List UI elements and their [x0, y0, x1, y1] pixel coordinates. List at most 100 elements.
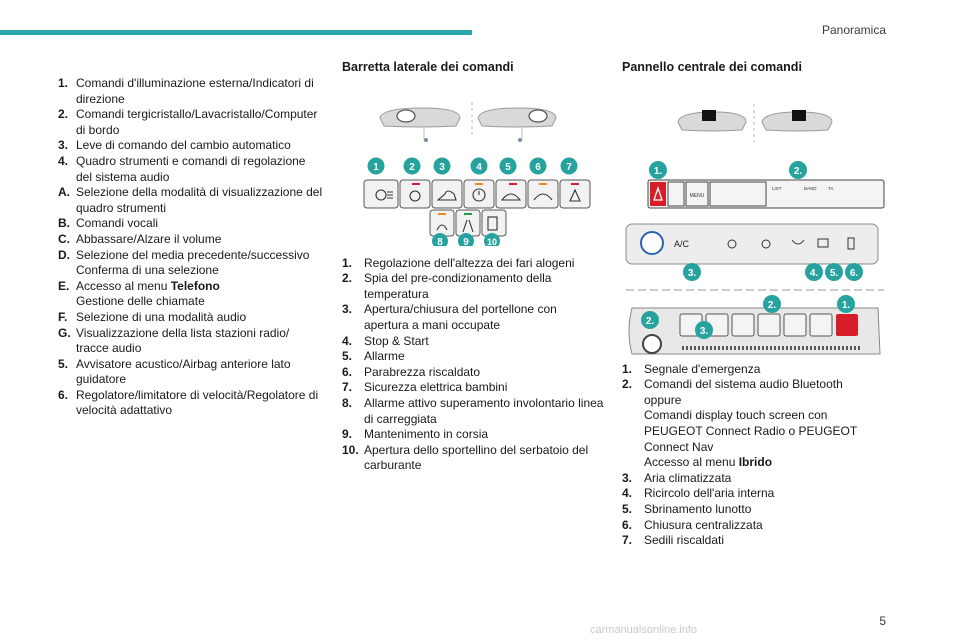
list-item: 10. Apertura dello sportellino del serbat…	[342, 443, 604, 474]
list-item: D. Selezione del media precedente/success…	[58, 248, 324, 279]
item-key: 5.	[622, 501, 633, 516]
list-item: 1. Segnale d'emergenza	[622, 362, 886, 378]
list-item: 6.Parabrezza riscaldato	[342, 365, 604, 381]
callout-badge-7: 7	[560, 157, 578, 175]
list-item: 2.Comandi tergicristallo/Lavacristallo/C…	[58, 107, 324, 138]
item-key: 6.	[342, 364, 353, 379]
item-text: Quadro strumenti e comandi di regolazion…	[76, 153, 306, 184]
item-text: Allarme attivo superamento involontario …	[364, 395, 604, 426]
list-item: 8. Allarme attivo superamento involontari…	[342, 396, 604, 427]
callout-badge-5: 5	[499, 157, 517, 175]
svg-text:1.: 1.	[654, 166, 663, 177]
section-heading: Barretta laterale dei comandi	[342, 60, 514, 74]
list-item: 4. Quadro strumenti e comandi di regolazi…	[58, 154, 324, 185]
page-number: 5	[879, 614, 886, 628]
list-item: 6.Regolatore/limitatore di velocità/Rego…	[58, 388, 324, 419]
list-item: 1.Regolazione dell'altezza dei fari alog…	[342, 256, 604, 272]
volume-knob	[642, 333, 662, 354]
item-text: Comandi display touch screen con PEUGEOT…	[644, 408, 857, 454]
legend-column-right: Pannello centrale dei comandi 1. 2. MENU…	[622, 60, 886, 549]
item-key: 2.	[342, 271, 353, 286]
item-text-bold: Ibrido	[738, 455, 773, 470]
item-text: Accesso al menu	[644, 455, 739, 470]
item-key: 1.	[342, 255, 353, 270]
hazard-button	[836, 313, 858, 336]
ac-label: A/C	[674, 239, 690, 249]
item-text: Apertura dello sportellino del serbatoio…	[364, 442, 589, 473]
svg-text:2: 2	[409, 162, 415, 173]
svg-text:6.: 6.	[850, 268, 859, 279]
item-text: Regolatore/limitatore di velocità/Regola…	[76, 387, 319, 418]
item-text: Selezione di una modalità audio	[76, 309, 247, 324]
headlamp-height-button	[363, 179, 399, 209]
indicator-led-icon	[438, 182, 547, 215]
item-text: Aria climatizzata	[644, 470, 732, 485]
item-text: Stop & Start	[364, 333, 429, 348]
callout-badge-8: 8	[432, 232, 448, 246]
list-item: 3.Apertura/chiusura del portellone con a…	[342, 302, 604, 333]
callout-badge-4: 4	[470, 157, 488, 175]
item-key: B.	[58, 216, 70, 231]
item-key: G.	[58, 325, 71, 340]
callout-badge-2: 2.	[641, 310, 659, 329]
svg-text:2.: 2.	[794, 166, 803, 177]
svg-text:2.: 2.	[646, 316, 655, 327]
callout-badge-2: 2.	[763, 294, 781, 313]
svg-text:6: 6	[535, 162, 541, 173]
lower-console-panel	[628, 307, 881, 355]
item-text: Segnale d'emergenza	[644, 361, 761, 376]
list-item: 2. Comandi del sistema audio Bluetooth o…	[622, 377, 886, 471]
section-title: Panoramica	[821, 23, 886, 37]
list-item: 1.Comandi d'illuminazione esterna/Indica…	[58, 76, 324, 107]
item-key: 5.	[342, 349, 353, 364]
item-text: oppure	[644, 392, 682, 407]
svg-text:3.: 3.	[688, 268, 697, 279]
climate-control-bar: A/C	[625, 223, 879, 265]
item-text: Selezione del media precedente/successiv…	[76, 247, 310, 262]
svg-text:1.: 1.	[842, 300, 851, 311]
list-item: 5.Avvisatore acustico/Airbag anteriore l…	[58, 357, 324, 388]
svg-text:5.: 5.	[830, 268, 839, 279]
item-key: C.	[58, 231, 70, 246]
panel-button	[667, 181, 685, 207]
item-key: 7.	[342, 380, 353, 395]
item-text: Chiusura centralizzata	[644, 517, 763, 532]
item-text: Sbrinamento lunotto	[644, 501, 752, 516]
callout-badge-9: 9	[458, 232, 474, 246]
hazard-button	[650, 181, 666, 206]
svg-text:7: 7	[566, 162, 572, 173]
tailgate-button	[431, 179, 463, 209]
item-key: 10.	[342, 442, 359, 457]
callout-badge-6: 6.	[845, 262, 863, 281]
item-key: 6.	[622, 517, 633, 532]
list-item: A.Selezione della modalità di visualizza…	[58, 185, 324, 216]
badge-row-climate: 3. 4. 5. 6.	[683, 262, 863, 281]
item-key: 2.	[622, 377, 633, 392]
item-key: D.	[58, 247, 70, 262]
item-key: 9.	[342, 427, 353, 442]
item-text-bold: Telefono	[170, 278, 220, 293]
item-key: 1.	[622, 361, 633, 376]
item-key: F.	[58, 309, 68, 324]
list-item: 3.Leve di comando del cambio automatico	[58, 138, 324, 154]
item-key: A.	[58, 185, 70, 200]
item-key: 3.	[58, 138, 69, 153]
list-item: 7.Sicurezza elettrica bambini	[342, 380, 604, 396]
callout-badge-10: 10	[484, 232, 500, 246]
item-text: Conferma di una selezione	[76, 263, 219, 278]
display-screen-icon	[702, 109, 806, 121]
item-key: 8.	[342, 395, 353, 410]
callout-badge-1: 1.	[837, 294, 855, 313]
list-item: 7.Sedili riscaldati	[622, 533, 886, 549]
pin-icon	[424, 137, 522, 142]
callout-badge-1: 1	[367, 157, 385, 175]
svg-text:10: 10	[487, 237, 497, 246]
item-key: 4.	[622, 486, 633, 501]
item-text: Comandi d'illuminazione esterna/Indicato…	[76, 76, 314, 106]
legend-column-left: 1.Comandi d'illuminazione esterna/Indica…	[58, 76, 324, 419]
item-key: 4.	[58, 153, 69, 168]
legend-column-middle: Barretta laterale dei comandi 1 2 3 4 5 …	[342, 60, 604, 474]
item-text: Comandi vocali	[76, 216, 159, 231]
dpad-button	[709, 181, 767, 207]
item-text: Apertura/chiusura del portellone con ape…	[364, 302, 557, 332]
